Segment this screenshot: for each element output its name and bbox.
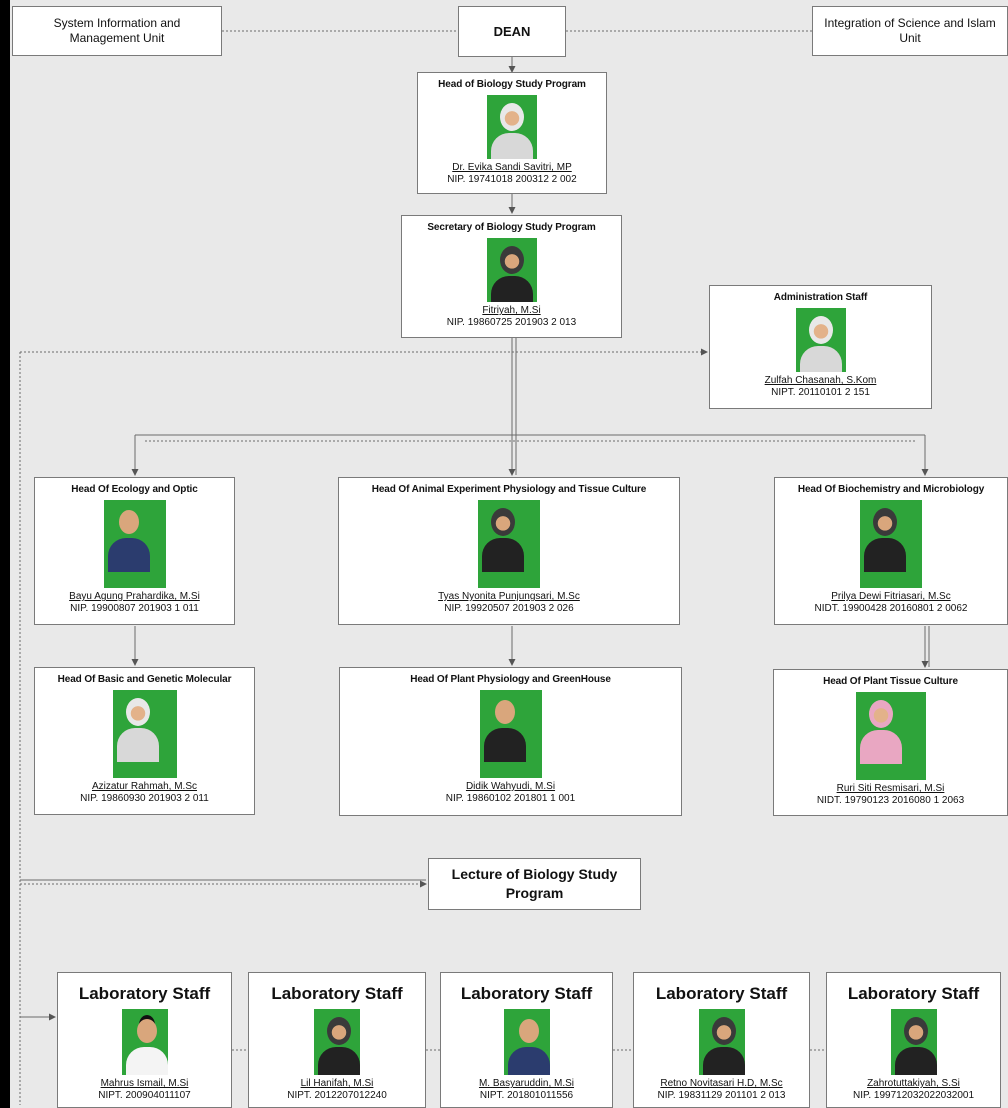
card-title: Head Of Ecology and Optic	[71, 484, 198, 495]
portrait-photo	[314, 1009, 360, 1075]
card-title: Laboratory Staff	[655, 984, 788, 1003]
lecture-box: Lecture of Biology Study Program	[428, 858, 641, 910]
portrait-photo	[486, 238, 537, 302]
lecture-label: Lecture of Biology Study Program	[451, 866, 618, 901]
person-id-number: NIPT. 201801011556	[479, 1090, 574, 1101]
card-title: Head Of Basic and Genetic Molecular	[57, 674, 232, 685]
system-information-unit-box: System Information and Management Unit	[12, 6, 222, 56]
head-plant-tissue-culture-card: Head Of Plant Tissue Culture Ruri Siti R…	[773, 669, 1008, 816]
head-plant-physiology-card: Head Of Plant Physiology and GreenHouse …	[339, 667, 682, 816]
card-title: Head Of Plant Tissue Culture	[823, 676, 958, 687]
portrait-photo	[479, 690, 542, 778]
person-id-number: NIP. 19900807 201903 1 011	[70, 603, 199, 614]
card-title: Head Of Animal Experiment Physiology and…	[371, 484, 647, 495]
person-id-number: NIP. 19860725 201903 2 013	[446, 317, 577, 328]
administration-staff-card: Administration Staff Zulfah Chasanah, S.…	[709, 285, 932, 409]
card-title: Head Of Biochemistry and Microbiology	[797, 484, 985, 495]
person-name: Prilya Dewi Fitriasari, M.Sc	[831, 591, 951, 602]
laboratory-staff-card: Laboratory Staff M. Basyaruddin, M.Si NI…	[440, 972, 613, 1108]
integration-science-islam-unit-box: Integration of Science and Islam Unit	[812, 6, 1008, 56]
person-name: Didik Wahyudi, M.Si	[465, 781, 556, 792]
card-title: Administration Staff	[773, 292, 868, 303]
person-id-number: NIPT. 2012207012240	[287, 1090, 387, 1101]
person-name: Bayu Agung Prahardika, M.Si	[69, 591, 200, 602]
laboratory-staff-card: Laboratory Staff Lil Hanifah, M.Si NIPT.…	[248, 972, 426, 1108]
person-name: M. Basyaruddin, M.Si	[478, 1078, 575, 1089]
portrait-photo	[487, 95, 537, 159]
person-name: Zulfah Chasanah, S.Kom	[764, 375, 877, 386]
portrait-photo	[795, 308, 846, 372]
head-biochemistry-microbiology-card: Head Of Biochemistry and Microbiology Pr…	[774, 477, 1008, 625]
person-id-number: NIPT. 200904011107	[98, 1090, 191, 1101]
portrait-photo	[478, 500, 540, 588]
person-name: Tyas Nyonita Punjungsari, M.Sc	[438, 591, 580, 602]
portrait-photo	[698, 1009, 745, 1075]
card-title: Head Of Plant Physiology and GreenHouse	[410, 674, 611, 685]
person-name: Ruri Siti Resmisari, M.Si	[836, 783, 945, 794]
person-name: Zahrotuttakiyah, S.Si	[867, 1078, 960, 1089]
card-title: Laboratory Staff	[460, 984, 593, 1003]
person-name: Lil Hanifah, M.Si	[300, 1078, 374, 1089]
laboratory-staff-card: Laboratory Staff Zahrotuttakiyah, S.Si N…	[826, 972, 1001, 1108]
portrait-photo	[503, 1009, 550, 1075]
head-basic-genetic-molecular-card: Head Of Basic and Genetic Molecular Aziz…	[34, 667, 255, 815]
dean-label: DEAN	[493, 24, 531, 39]
person-id-number: NIP. 19860930 201903 2 011	[80, 793, 209, 804]
head-animal-physiology-card: Head Of Animal Experiment Physiology and…	[338, 477, 680, 625]
portrait-photo	[855, 692, 926, 780]
person-name: Retno Novitasari H.D, M.Sc	[660, 1078, 783, 1089]
system-information-unit-label: System Information and Management Unit	[53, 16, 181, 45]
left-edge-bar	[0, 0, 10, 1108]
person-name: Mahrus Ismail, M.Si	[100, 1078, 189, 1089]
person-id-number: NIP. 19831129 201101 2 013	[657, 1090, 786, 1101]
person-id-number: NIP. 199712032022032001	[852, 1090, 975, 1101]
person-id-number: NIDT. 19790123 2016080 1 2063	[816, 795, 965, 806]
laboratory-staff-card: Laboratory Staff Retno Novitasari H.D, M…	[633, 972, 810, 1108]
person-id-number: NIP. 19920507 201903 2 026	[444, 603, 574, 614]
portrait-photo	[103, 500, 166, 588]
portrait-photo	[890, 1009, 937, 1075]
card-title: Laboratory Staff	[847, 984, 980, 1003]
head-of-program-card: Head of Biology Study Program Dr. Evika …	[417, 72, 607, 194]
person-name: Dr. Evika Sandi Savitri, MP	[452, 162, 572, 173]
portrait-photo	[860, 500, 922, 588]
card-title: Secretary of Biology Study Program	[427, 222, 596, 233]
card-title: Head of Biology Study Program	[438, 79, 586, 90]
person-name: Fitriyah, M.Si	[482, 305, 541, 316]
portrait-photo	[112, 690, 177, 778]
person-id-number: NIP. 19860102 201801 1 001	[445, 793, 576, 804]
person-id-number: NIDT. 19900428 20160801 2 0062	[814, 603, 968, 614]
card-title: Laboratory Staff	[271, 984, 403, 1003]
portrait-photo	[121, 1009, 168, 1075]
person-name: Azizatur Rahmah, M.Sc	[91, 781, 198, 792]
secretary-card: Secretary of Biology Study Program Fitri…	[401, 215, 622, 338]
person-id-number: NIPT. 20110101 2 151	[771, 387, 870, 398]
integration-unit-label: Integration of Science and Islam Unit	[824, 16, 996, 45]
laboratory-staff-card: Laboratory Staff Mahrus Ismail, M.Si NIP…	[57, 972, 232, 1108]
head-ecology-optic-card: Head Of Ecology and Optic Bayu Agung Pra…	[34, 477, 235, 625]
card-title: Laboratory Staff	[78, 984, 211, 1003]
dean-box: DEAN	[458, 6, 566, 57]
person-id-number: NIP. 19741018 200312 2 002	[447, 174, 577, 185]
